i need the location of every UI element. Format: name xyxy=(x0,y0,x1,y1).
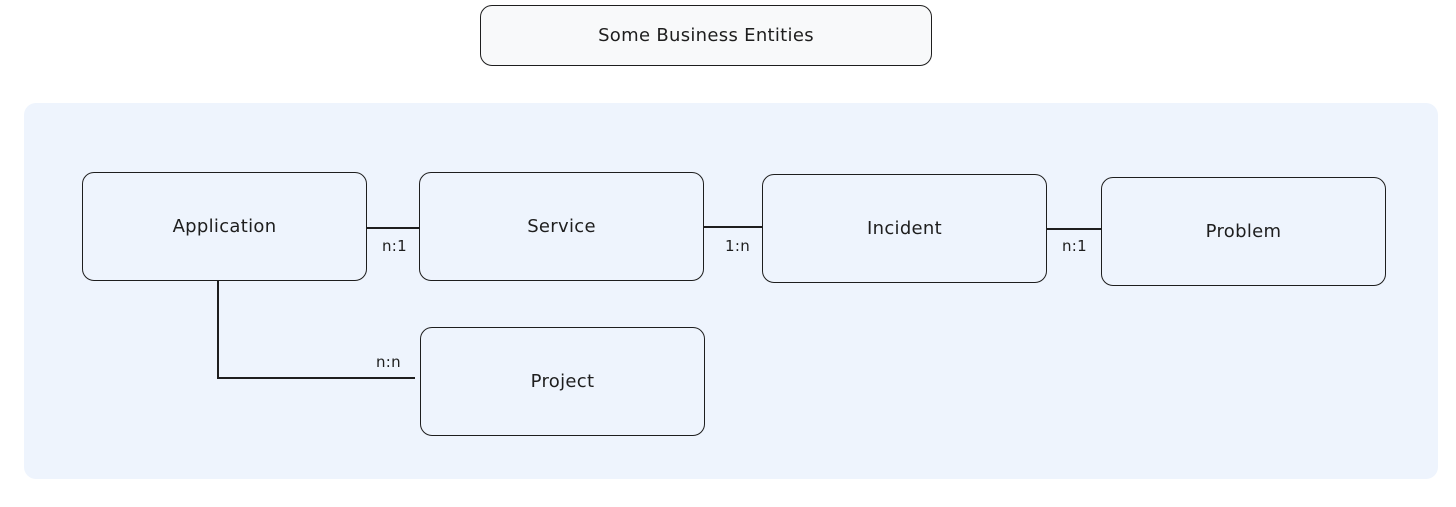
connector-service-incident xyxy=(704,226,762,228)
cardinality-application-service: n:1 xyxy=(382,237,408,255)
connector-application-project-horizontal xyxy=(217,377,415,379)
entity-problem: Problem xyxy=(1101,177,1386,286)
cardinality-incident-problem: n:1 xyxy=(1062,237,1088,255)
entity-incident: Incident xyxy=(762,174,1047,283)
cardinality-service-incident: 1:n xyxy=(725,237,751,255)
entity-service: Service xyxy=(419,172,704,281)
diagram-title: Some Business Entities xyxy=(480,5,932,66)
entity-application: Application xyxy=(82,172,367,281)
connector-application-project-vertical xyxy=(217,281,219,378)
connector-application-service xyxy=(367,227,419,229)
entity-panel xyxy=(24,103,1438,479)
cardinality-application-project: n:n xyxy=(376,353,401,371)
entity-project: Project xyxy=(420,327,705,436)
connector-incident-problem xyxy=(1047,228,1101,230)
